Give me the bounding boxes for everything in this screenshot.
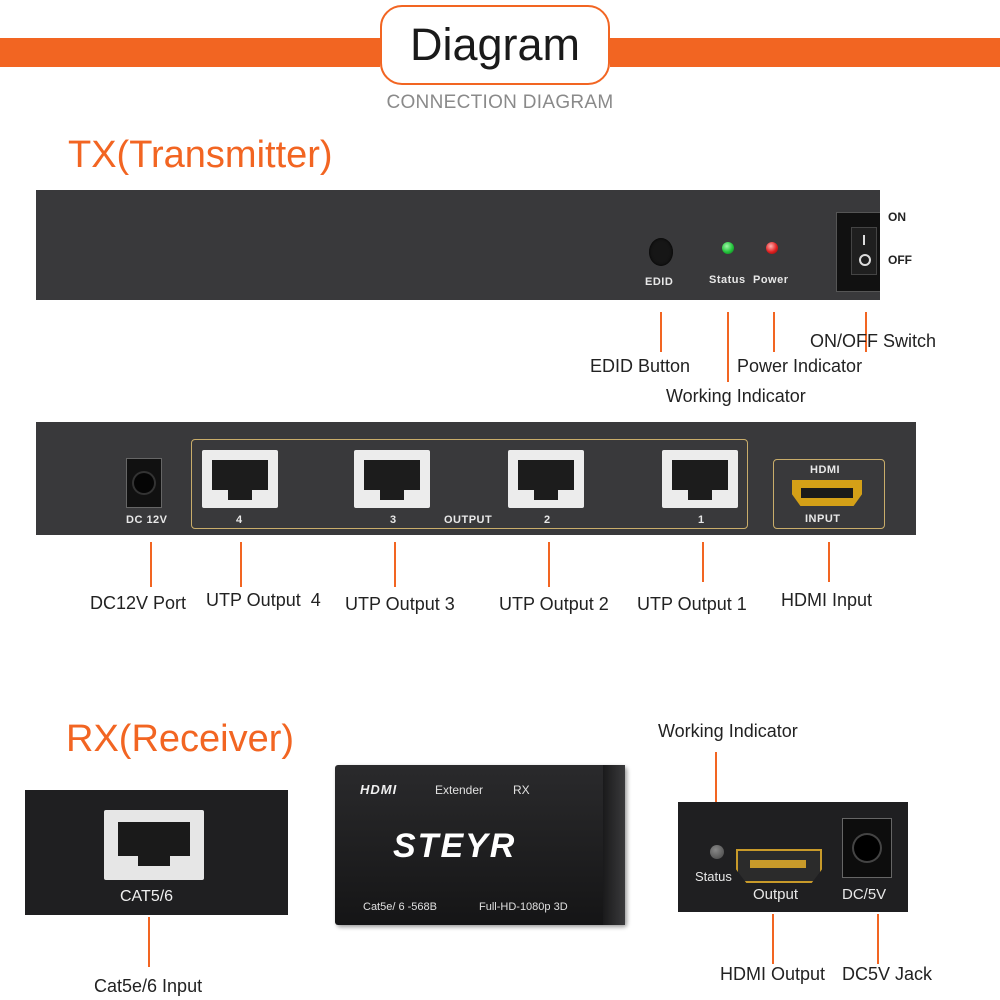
output-frame (191, 439, 748, 529)
callout-utp-output-1: UTP Output 1 (637, 594, 747, 614)
dc12v-label: DC 12V (126, 514, 168, 526)
rx-status-led (710, 845, 724, 859)
tx-front-panel: EDID Status Power ON OFF (36, 190, 916, 300)
off-label-outer: OFF (888, 253, 912, 267)
rx-dc5v-hole (854, 835, 880, 861)
callout-hdmi-input: HDMI Input (781, 590, 873, 610)
callout-line-rx-working (715, 752, 717, 822)
callout-utp-output-2: UTP Output 2 (499, 594, 609, 614)
dc12v-jack (126, 458, 162, 508)
rx-hdmi-output-port (736, 849, 822, 883)
callout-line-utp4 (240, 542, 242, 587)
rx-rj45-frame (104, 810, 204, 880)
callout-power-indicator: Power Indicator (737, 356, 863, 376)
callout-cat-input: Cat5e/6 Input (94, 976, 203, 996)
rx-right-panel: Status Output DC/5V (678, 802, 908, 912)
rx-rx-label: RX (513, 783, 530, 797)
rx-left-panel: CAT5/6 (25, 790, 288, 915)
rx-cat-label: CAT5/6 (120, 888, 174, 905)
port-3-label: 3 (390, 514, 397, 526)
port-4-label: 4 (236, 514, 243, 526)
callout-working-indicator: Working Indicator (666, 386, 806, 406)
callout-line-utp1 (702, 542, 704, 582)
rx-dc5v-jack (842, 818, 892, 878)
callout-hdmi-output: HDMI Output (720, 964, 826, 984)
callout-onoff-switch: ON/OFF Switch (810, 331, 937, 351)
callout-line-cat-input (148, 917, 150, 967)
callout-dc12v-port: DC12V Port (90, 593, 187, 613)
switch-i-mark (863, 235, 865, 245)
hdmi-input-port (792, 480, 862, 506)
rx-rj45-tab (138, 856, 170, 866)
callout-rx-working-indicator: Working Indicator (658, 721, 798, 741)
power-led-red (766, 242, 778, 254)
callout-line-utp3 (394, 542, 396, 587)
rj45-port-3 (354, 450, 430, 508)
edid-label: EDID (645, 276, 674, 288)
output-label: OUTPUT (444, 514, 493, 526)
status-label: Status (709, 274, 746, 286)
edid-button-knob (649, 238, 673, 266)
rx-rj45-hole (118, 822, 190, 856)
rx-brand-hdmi: HDMI (360, 782, 398, 797)
callout-line-hdmi-input (828, 542, 830, 582)
callout-line-working (727, 312, 729, 382)
hdmi-label: HDMI (810, 464, 841, 476)
front-panel-right-cap (880, 190, 916, 300)
switch-o-mark (859, 254, 871, 266)
rj45-port-1 (662, 450, 738, 508)
port-2-label: 2 (544, 514, 551, 526)
hdmi-input-frame (773, 459, 885, 529)
callout-line-utp2 (548, 542, 550, 587)
callout-utp-output-4: UTP Output 4 (206, 590, 321, 610)
rx-output-label: Output (753, 886, 799, 903)
header-band-right (610, 38, 1000, 67)
on-label-outer: ON (888, 210, 906, 224)
callout-line-power (773, 312, 775, 352)
rx-section-title: RX(Receiver) (66, 718, 295, 760)
callout-line-dc12v (150, 542, 152, 587)
rx-center-device: HDMI Extender RX STEYR Cat5e/ 6 -568B Fu… (335, 765, 625, 925)
port-1-label: 1 (698, 514, 705, 526)
rx-hdmi-output-slot (750, 860, 806, 868)
tx-section-title: TX(Transmitter) (68, 134, 333, 176)
onoff-switch-rocker (851, 227, 877, 275)
hdmi-input-slot (801, 488, 853, 498)
status-led-green (722, 242, 734, 254)
callout-line-switch (865, 312, 867, 352)
page-title: Diagram (380, 5, 610, 85)
callout-dc5v-jack: DC5V Jack (842, 964, 933, 984)
callout-edid-button: EDID Button (590, 356, 691, 376)
rx-extender-label: Extender (435, 783, 484, 797)
rj45-port-2 (508, 450, 584, 508)
rx-spec-left: Cat5e/ 6 -568B (363, 901, 437, 913)
rj45-port-4 (202, 450, 278, 508)
tx-rear-panel: DC 12V 4 3 OUTPUT 2 1 HDMI INPUT (36, 422, 916, 535)
callout-line-dc5v (877, 914, 879, 964)
header-band-left (0, 38, 380, 67)
rx-logo: STEYR (393, 827, 517, 865)
rx-status-label: Status (695, 869, 732, 884)
page-subtitle: CONNECTION DIAGRAM (386, 92, 614, 113)
rx-device-edge (603, 765, 625, 925)
callout-utp-output-3: UTP Output 3 (345, 594, 455, 614)
callout-line-edid (660, 312, 662, 352)
hdmi-input-label: INPUT (805, 513, 841, 525)
rx-dc5v-label: DC/5V (842, 886, 887, 903)
callout-line-hdmi-output (772, 914, 774, 964)
power-label: Power (753, 274, 789, 286)
rx-spec-right: Full-HD-1080p 3D (479, 901, 568, 913)
dc12v-hole (134, 473, 154, 493)
